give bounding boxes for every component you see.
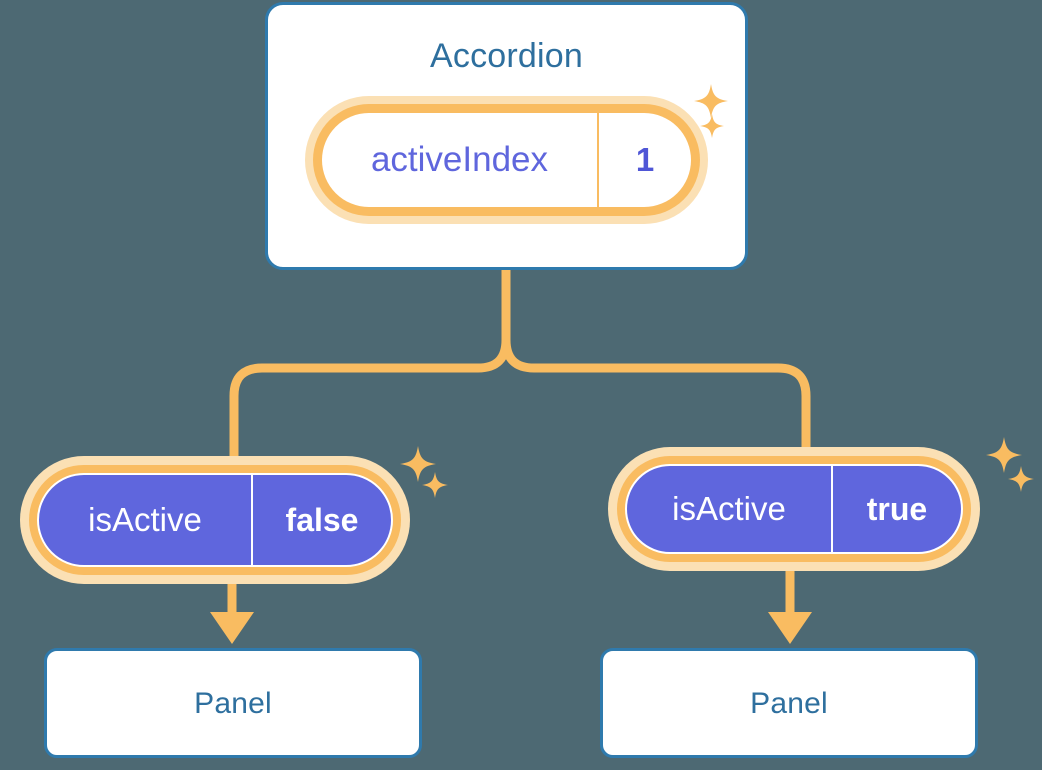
sparkle-icon bbox=[694, 84, 728, 118]
state-pill-key: isActive bbox=[39, 475, 253, 565]
sparkle-small-icon bbox=[1008, 466, 1034, 492]
sparkle-small-icon bbox=[422, 472, 448, 498]
connector-branch-left bbox=[229, 339, 511, 462]
panel-title: Panel bbox=[750, 687, 828, 720]
arrow-down-icon-left bbox=[210, 578, 254, 644]
page-title: Accordion bbox=[430, 37, 583, 75]
panel-card-left[interactable]: Panel bbox=[44, 648, 422, 758]
pill-body: isActive false bbox=[37, 473, 393, 567]
state-pill-value: false bbox=[285, 501, 359, 538]
state-pill-is-active-false[interactable]: isActive false bbox=[20, 456, 410, 584]
connector-branch-right bbox=[501, 339, 811, 455]
arrow-down-icon-right bbox=[768, 568, 812, 644]
state-pill-key: isActive bbox=[627, 466, 833, 552]
sparkle-icon bbox=[400, 446, 436, 482]
state-pill-is-active-true[interactable]: isActive true bbox=[608, 447, 980, 571]
panel-title: Panel bbox=[194, 687, 272, 720]
state-pill-value: true bbox=[866, 490, 928, 527]
state-pill-key: activeIndex bbox=[322, 113, 599, 207]
state-pill-value: 1 bbox=[635, 141, 655, 178]
sparkle-small-icon bbox=[700, 114, 724, 138]
pill-body: isActive true bbox=[625, 464, 963, 554]
panel-card-right[interactable]: Panel bbox=[600, 648, 978, 758]
sparkle-icon bbox=[986, 437, 1022, 473]
state-pill-active-index[interactable]: activeIndex 1 bbox=[305, 96, 708, 224]
pill-body: activeIndex 1 bbox=[322, 113, 691, 207]
